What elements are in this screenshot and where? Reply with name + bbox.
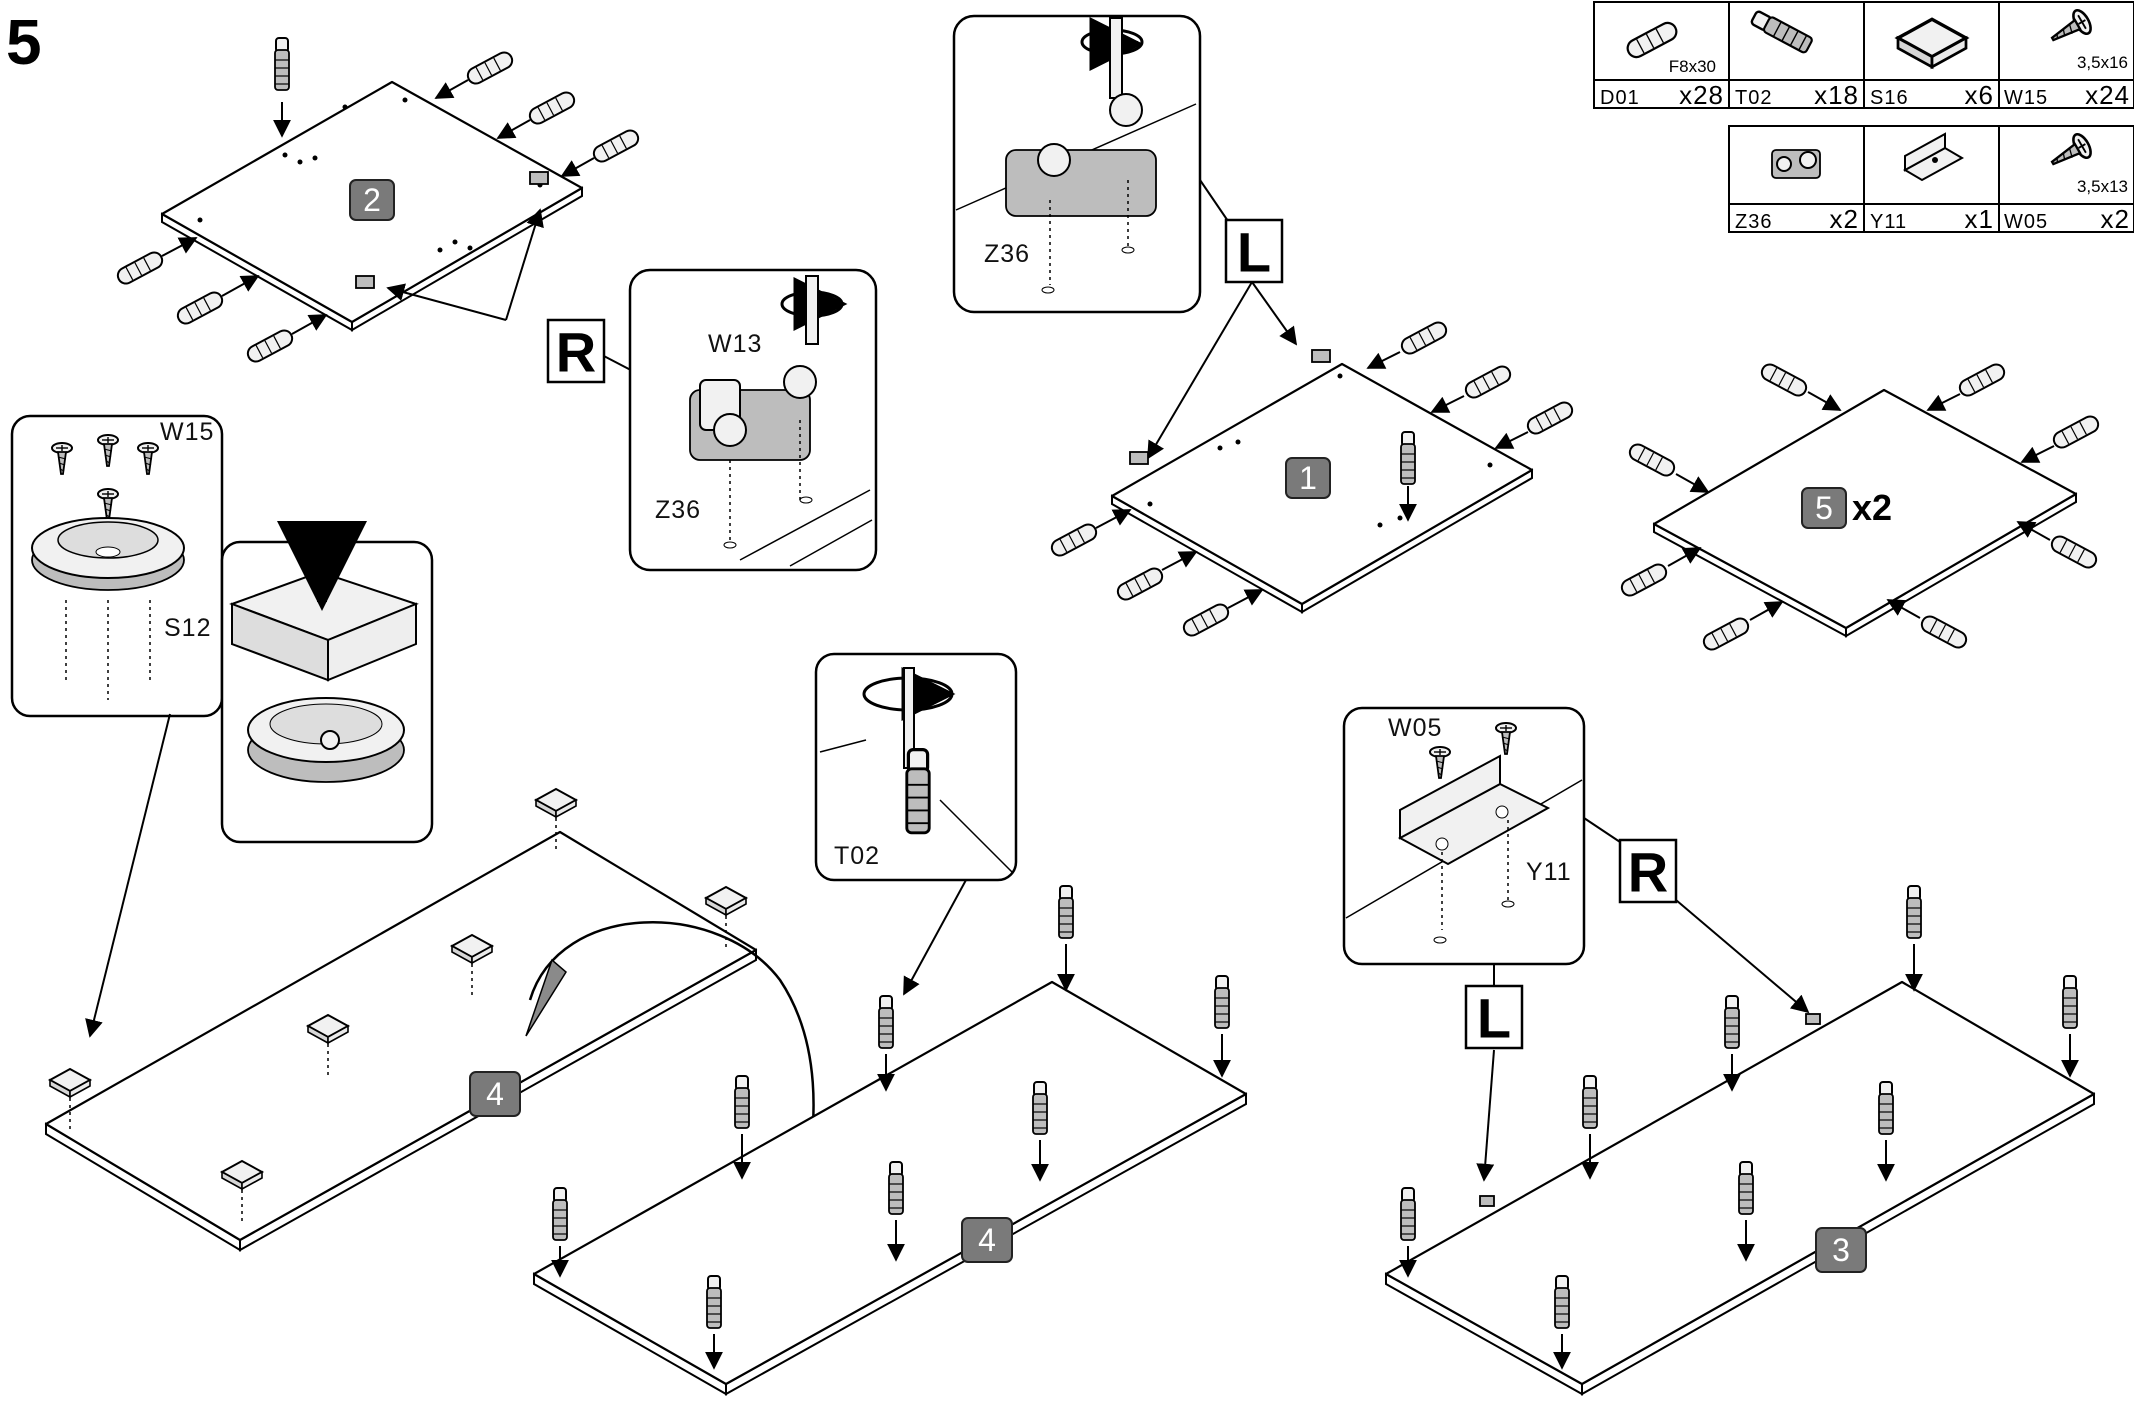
svg-text:R: R: [556, 321, 596, 384]
parts-code: Y11: [1870, 211, 1907, 233]
cam-bolt-detail-t02: T02: [814, 652, 1018, 882]
panel-badge: 2: [363, 182, 381, 218]
panel-2-assembly: 2: [114, 37, 642, 366]
parts-size-label: F8x30: [1669, 57, 1716, 76]
bracket-detail-y11: W05 Y11: [1342, 706, 1586, 966]
parts-code: T02: [1735, 87, 1772, 109]
panel-5-assembly: 5 x2: [1618, 360, 2102, 654]
parts-size-label: 3,5x16: [2077, 53, 2128, 72]
parts-qty: x18: [1814, 80, 1859, 110]
foot-screw-detail: W15 S12: [10, 414, 224, 718]
panel-quantity: x2: [1852, 487, 1892, 528]
step-number: 5: [6, 6, 42, 78]
part-label-w05: W05: [1388, 714, 1442, 742]
svg-text:R: R: [1628, 841, 1668, 904]
part-label-s12: S12: [164, 614, 211, 642]
parts-code: W05: [2004, 211, 2048, 233]
panel-4-top-assembly: 4: [44, 788, 758, 1252]
part-label-t02: T02: [834, 842, 880, 870]
side-marker-left: L: [1464, 964, 1524, 1182]
angle-bracket-icon: [1902, 132, 1965, 182]
side-marker-left: L: [1147, 179, 1298, 460]
parts-code: W15: [2004, 87, 2048, 109]
panel-3-assembly: 3: [1384, 885, 2096, 1396]
part-label-w13: W13: [708, 330, 762, 358]
hinge-mounting-plate-icon: [1771, 149, 1821, 179]
side-marker-right: R: [1583, 817, 1810, 1014]
panel-1-assembly: 1: [1048, 318, 1576, 640]
part-label-y11: Y11: [1526, 858, 1572, 886]
panel-badge: 4: [486, 1076, 504, 1112]
side-marker-right: R: [386, 208, 651, 384]
svg-text:L: L: [1237, 221, 1271, 284]
parts-qty: x2: [1830, 204, 1859, 234]
parts-code: S16: [1870, 87, 1909, 109]
panel-4-bottom-assembly: 4: [532, 885, 1248, 1396]
panel-badge: 3: [1832, 1232, 1850, 1268]
parts-qty: x24: [2085, 80, 2130, 110]
parts-qty: x2: [2101, 204, 2130, 234]
parts-qty: x1: [1965, 204, 1994, 234]
panel-badge: 5: [1815, 490, 1833, 526]
panel-badge: 1: [1299, 460, 1317, 496]
part-label-z36: Z36: [984, 240, 1030, 268]
part-label-w15: W15: [160, 418, 214, 446]
parts-code: D01: [1600, 87, 1640, 109]
parts-size-label: 3,5x13: [2077, 177, 2128, 196]
part-label-z36: Z36: [655, 496, 701, 524]
svg-text:L: L: [1477, 987, 1511, 1050]
panel-badge: 4: [978, 1222, 996, 1258]
parts-code: Z36: [1735, 211, 1772, 233]
hinge-plate-detail-z36: Z36: [952, 14, 1202, 314]
parts-qty: x6: [1965, 80, 1994, 110]
parts-table: F8x30 3,5x16 D01 x28 T02 x18 S16 x6 W15 …: [1593, 1, 2134, 234]
parts-qty: x28: [1679, 80, 1724, 110]
foot-pad-detail: [220, 521, 434, 844]
hinge-plate-detail-w13: W13 Z36: [628, 268, 878, 572]
